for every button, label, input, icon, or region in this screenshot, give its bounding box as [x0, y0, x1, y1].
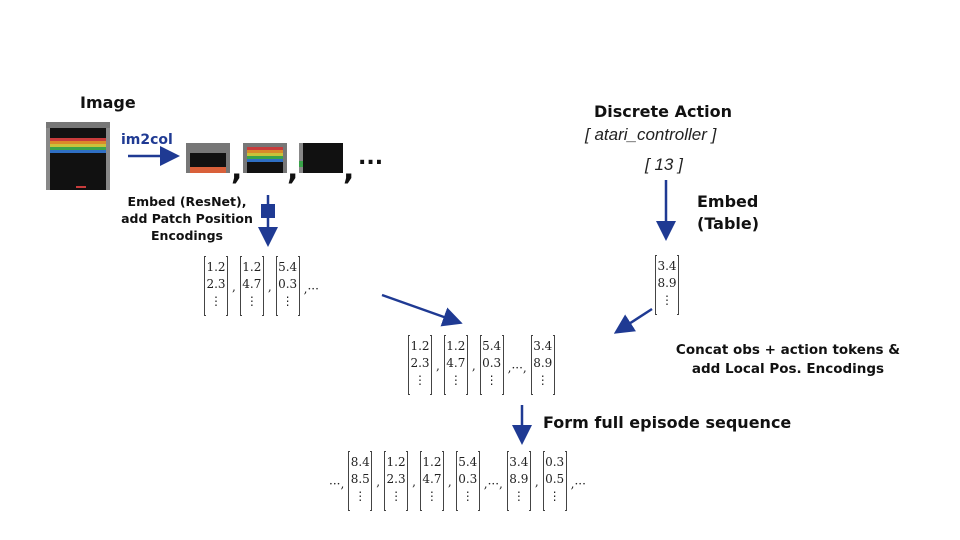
im2col-label: im2col — [121, 132, 173, 148]
episode-tail: ,··· — [570, 477, 586, 491]
embed-resnet-label: Embed (ResNet), add Patch Position Encod… — [121, 194, 253, 243]
episode-lead: ···, — [329, 477, 345, 491]
patch-1-image — [186, 143, 230, 173]
concat-label: Concat obs + action tokens & add Local P… — [675, 342, 901, 377]
embed-table-label: Embed (Table) — [697, 192, 760, 233]
image-title: Image — [80, 93, 136, 112]
patch-to-concat-arrow — [381, 293, 463, 327]
patch-comma-2: , — [287, 152, 299, 187]
atari-frame-image — [46, 122, 110, 190]
patch-comma-1: , — [231, 152, 243, 187]
patch-3-image — [299, 143, 343, 173]
concat-mid: ,···, — [507, 361, 527, 375]
episode-mid: ,···, — [483, 477, 503, 491]
action-space-label: [ atari_controller ] — [585, 125, 717, 144]
action-value-label: [ 13 ] — [645, 155, 683, 174]
patch-comma-3: , — [343, 152, 355, 187]
discrete-action-title: Discrete Action — [594, 102, 732, 121]
embed-resnet-block — [261, 204, 275, 218]
patch-ellipsis: ... — [358, 145, 384, 170]
action-to-concat-arrow — [613, 307, 653, 334]
form-episode-label: Form full episode sequence — [543, 413, 792, 432]
patch-2-image — [243, 143, 287, 173]
patch-vectors-tail: ,··· — [303, 282, 319, 296]
